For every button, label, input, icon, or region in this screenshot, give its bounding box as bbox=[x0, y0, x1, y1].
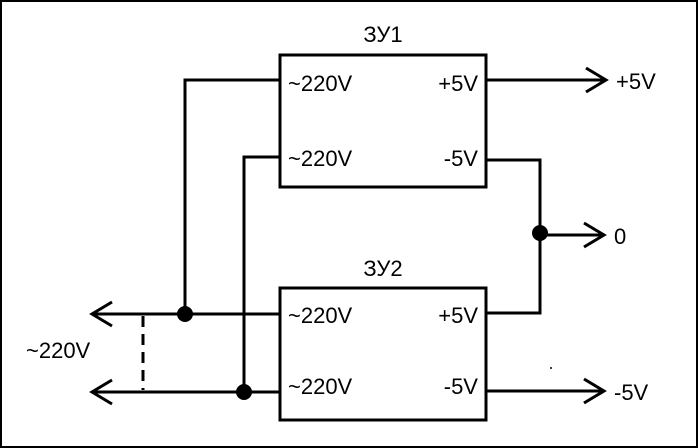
feed-to-charger-1-top bbox=[183, 78, 280, 314]
charger-2-input-bottom-label: ~220V bbox=[288, 374, 353, 399]
charger-block-1 bbox=[278, 53, 488, 189]
charger-block-2 bbox=[278, 286, 488, 422]
charger-1-input-bottom-label: ~220V bbox=[288, 146, 353, 171]
mains-input-label: ~220V bbox=[26, 338, 91, 363]
charger-2-output-plus-label: +5V bbox=[438, 303, 478, 328]
junction-dot-top-feed bbox=[177, 306, 193, 322]
series-link-wire bbox=[486, 158, 542, 315]
plus-5v-arrowhead bbox=[585, 66, 609, 94]
stray-speck bbox=[550, 367, 552, 369]
zero-output-label: 0 bbox=[614, 224, 626, 249]
minus-5v-arrowhead bbox=[583, 377, 607, 405]
charger-2-title: ЗУ2 bbox=[363, 256, 402, 281]
plus-5v-output-label: +5V bbox=[616, 69, 656, 94]
charger-1-output-minus-label: -5V bbox=[444, 146, 479, 171]
charger-1-input-top-label: ~220V bbox=[288, 71, 353, 96]
charger-1-output-plus-label: +5V bbox=[438, 71, 478, 96]
charger-1-title: ЗУ1 bbox=[363, 22, 402, 47]
mains-arrowhead-bottom bbox=[89, 378, 113, 406]
junction-dot-bottom-feed bbox=[236, 384, 252, 400]
zero-arrowhead bbox=[583, 221, 607, 249]
junction-dot-zero bbox=[532, 225, 548, 241]
minus-5v-output-label: -5V bbox=[614, 380, 649, 405]
charger-2-input-top-label: ~220V bbox=[288, 303, 353, 328]
mains-arrowhead-top bbox=[89, 300, 113, 328]
charger-2-output-minus-label: -5V bbox=[444, 374, 479, 399]
feed-to-charger-1-bottom bbox=[242, 155, 280, 392]
